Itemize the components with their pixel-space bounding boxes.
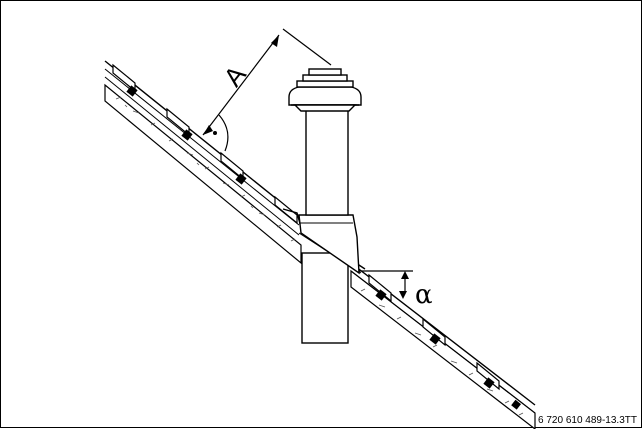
deck-hatch-right [360, 288, 524, 416]
deck-hatch-left [115, 96, 296, 242]
roof-section-right [350, 262, 536, 429]
dimension-a-arrow-top [271, 35, 279, 47]
roof-deck-left [104, 83, 302, 265]
dimension-a [202, 28, 332, 152]
tile-line-top-left [104, 60, 300, 218]
roof-tiles-left [112, 63, 298, 225]
flue-pipe [288, 68, 362, 344]
flue-terminal-cap [288, 86, 362, 106]
dimension-a-line [202, 34, 280, 136]
flue-pipe-lower [301, 252, 349, 344]
right-angle-arc [218, 114, 229, 152]
angle-alpha-label: α [415, 280, 433, 310]
tile-line-bottom-left [104, 68, 300, 226]
roof-tiles-right [368, 273, 500, 391]
figure-code: 6 720 610 489-13.3TT [538, 415, 637, 426]
dimension-a-arrow-bottom [203, 125, 213, 135]
roof-section-left [104, 60, 302, 265]
battens-left [126, 85, 247, 185]
dimension-a-label: A [217, 59, 252, 92]
flue-pipe-upper [305, 108, 349, 216]
angle-alpha [359, 270, 413, 299]
right-angle-dot [213, 131, 217, 135]
battens-right [375, 289, 521, 410]
